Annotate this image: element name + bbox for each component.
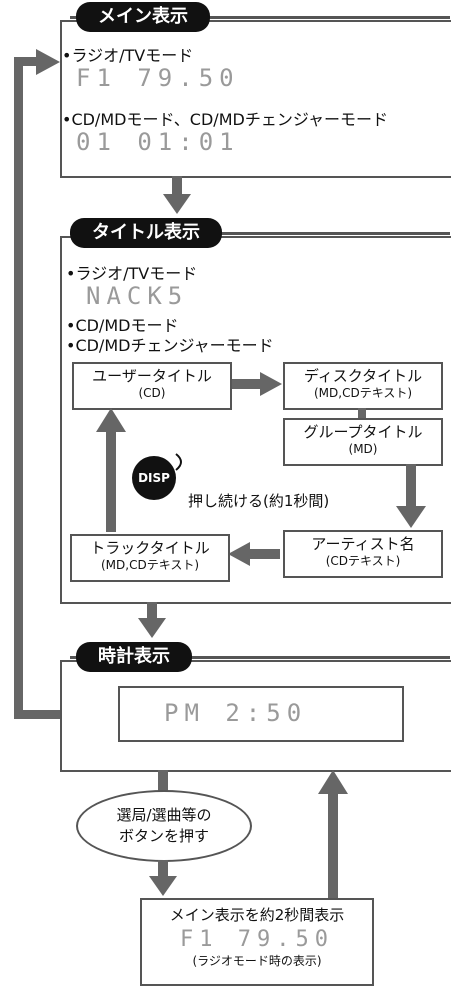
arrow-artist-to-track <box>228 542 280 566</box>
track-title-box: トラックタイトル (MD,CDテキスト) <box>70 534 230 582</box>
title-radio-tv-label: •ラジオ/TVモード <box>66 264 198 283</box>
main-radio-tv-label: •ラジオ/TVモード <box>62 46 194 65</box>
return-line-vertical <box>14 57 23 719</box>
title-changer-label: •CD/MDチェンジャーモード <box>66 336 274 355</box>
main-cd-lcd: 01 01:01 <box>76 128 240 156</box>
result-box: メイン表示を約2秒間表示 F1 79.50 (ラジオモード時の表示) <box>140 898 374 986</box>
arrow-title-to-clock-shaft <box>147 602 157 620</box>
user-title-sub: (CD) <box>138 386 166 400</box>
title-display-title-line <box>70 232 450 235</box>
disp-press-mark <box>175 453 182 471</box>
disp-button-label: DISP <box>138 471 170 485</box>
artist-name-label: アーティスト名 <box>311 535 415 553</box>
main-cd-md-label: •CD/MDモード、CD/MDチェンジャーモード <box>62 110 389 129</box>
group-title-label: グループタイトル <box>303 423 423 441</box>
disc-to-group-connector <box>358 408 366 418</box>
title-radio-lcd: NACK5 <box>86 282 189 310</box>
track-title-label: トラックタイトル <box>90 539 210 557</box>
arrow-main-to-title-head <box>163 194 191 214</box>
result-caption: メイン表示を約2秒間表示 <box>169 906 345 924</box>
user-title-box: ユーザータイトル (CD) <box>72 362 232 410</box>
arrow-group-to-artist <box>396 464 426 528</box>
disp-instruction: 押し続ける(約1秒間) <box>188 492 330 510</box>
arrow-result-to-clock <box>318 770 348 900</box>
main-display-title: メイン表示 <box>76 2 210 32</box>
action-ellipse: 選局/選曲等の ボタンを押す <box>76 790 252 862</box>
track-title-sub: (MD,CDテキスト) <box>100 558 200 572</box>
clock-lcd: PM 2:50 <box>164 699 308 727</box>
arrow-action-to-result-head <box>149 876 177 896</box>
artist-name-box: アーティスト名 (CDテキスト) <box>283 530 443 578</box>
clock-display-title: 時計表示 <box>76 642 192 672</box>
arrow-main-to-title-shaft <box>172 176 182 196</box>
result-lcd: F1 79.50 <box>180 927 334 952</box>
result-note: (ラジオモード時の表示) <box>192 954 322 968</box>
clock-display-title-line <box>70 656 450 659</box>
disc-title-label: ディスクタイトル <box>303 367 423 385</box>
title-display-title: タイトル表示 <box>70 218 222 248</box>
artist-name-sub: (CDテキスト) <box>325 554 401 568</box>
clock-lcd-frame <box>118 686 404 742</box>
arrow-title-to-clock-head <box>138 618 166 638</box>
return-arrow-head <box>36 49 60 75</box>
arrow-action-to-result-shaft <box>158 860 168 878</box>
action-line2: ボタンを押す <box>118 827 209 845</box>
main-display-panel <box>60 20 451 178</box>
action-line1: 選局/選曲等の <box>116 806 212 824</box>
disc-title-sub: (MD,CDテキスト) <box>313 386 413 400</box>
title-cd-md-label: •CD/MDモード <box>66 316 179 335</box>
group-title-box: グループタイトル (MD) <box>283 418 443 466</box>
return-line-top <box>14 57 40 66</box>
arrow-user-to-disc <box>232 372 282 396</box>
disp-button-icon: DISP <box>132 456 176 500</box>
group-title-sub: (MD) <box>348 442 378 456</box>
arrow-track-to-user <box>96 408 126 532</box>
arrow-clock-to-action-shaft <box>158 770 168 792</box>
main-display-title-line <box>70 16 450 19</box>
return-line-bottom <box>14 710 60 719</box>
main-radio-lcd: F1 79.50 <box>76 64 240 92</box>
disc-title-box: ディスクタイトル (MD,CDテキスト) <box>283 362 443 410</box>
user-title-label: ユーザータイトル <box>92 367 212 385</box>
